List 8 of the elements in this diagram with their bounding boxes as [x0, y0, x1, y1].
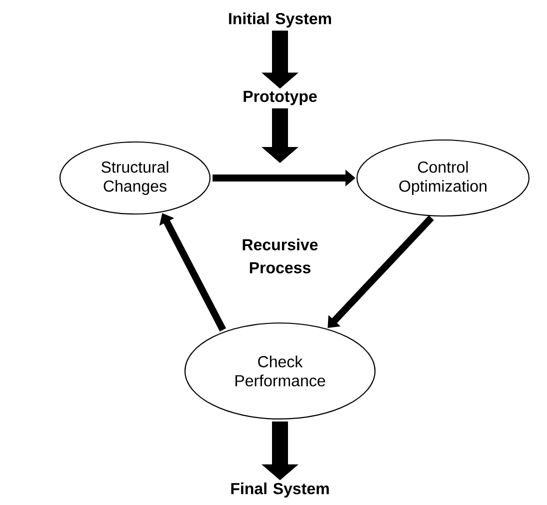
center-label: Recursive Process — [242, 238, 318, 274]
stage-label: Prototype — [244, 90, 317, 106]
stage-label: Final System — [231, 482, 329, 498]
ellipse-node: Control Optimization — [356, 139, 530, 217]
ellipse-node: Structural Changes — [59, 141, 211, 215]
stage-label: Initial System — [229, 12, 332, 28]
ellipse-node: Check Performance — [184, 322, 376, 420]
arrow — [328, 215, 434, 328]
